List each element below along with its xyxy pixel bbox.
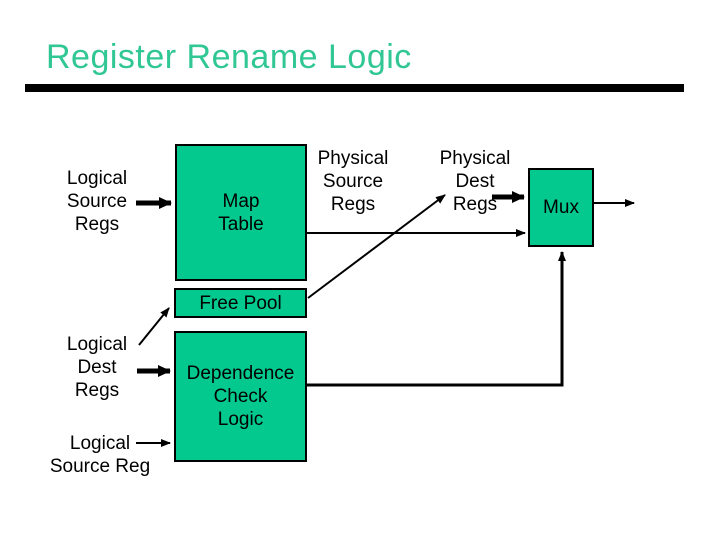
box-mux: Mux (528, 168, 594, 247)
label-physical-source-regs: Physical Source Regs (317, 148, 389, 215)
box-map-table-label: Map Table (218, 190, 264, 235)
box-free-pool: Free Pool (174, 288, 307, 318)
box-free-pool-label: Free Pool (199, 292, 282, 314)
arrow-dependence-check-to-mux (307, 251, 566, 387)
box-map-table: Map Table (175, 144, 307, 281)
label-logical-dest-regs: Logical Dest Regs (66, 334, 128, 401)
label-physical-dest-regs: Physical Dest Regs (439, 148, 511, 215)
box-dependence-check-logic-label: Dependence Check Logic (186, 363, 295, 430)
box-mux-label: Mux (543, 197, 579, 218)
label-logical-source-reg: Logical Source Reg (49, 433, 151, 477)
box-dependence-check-logic: Dependence Check Logic (174, 331, 307, 462)
slide-title: Register Rename Logic (46, 38, 412, 76)
label-logical-source-regs: Logical Source Regs (66, 168, 128, 235)
title-underline-bar (25, 84, 684, 92)
